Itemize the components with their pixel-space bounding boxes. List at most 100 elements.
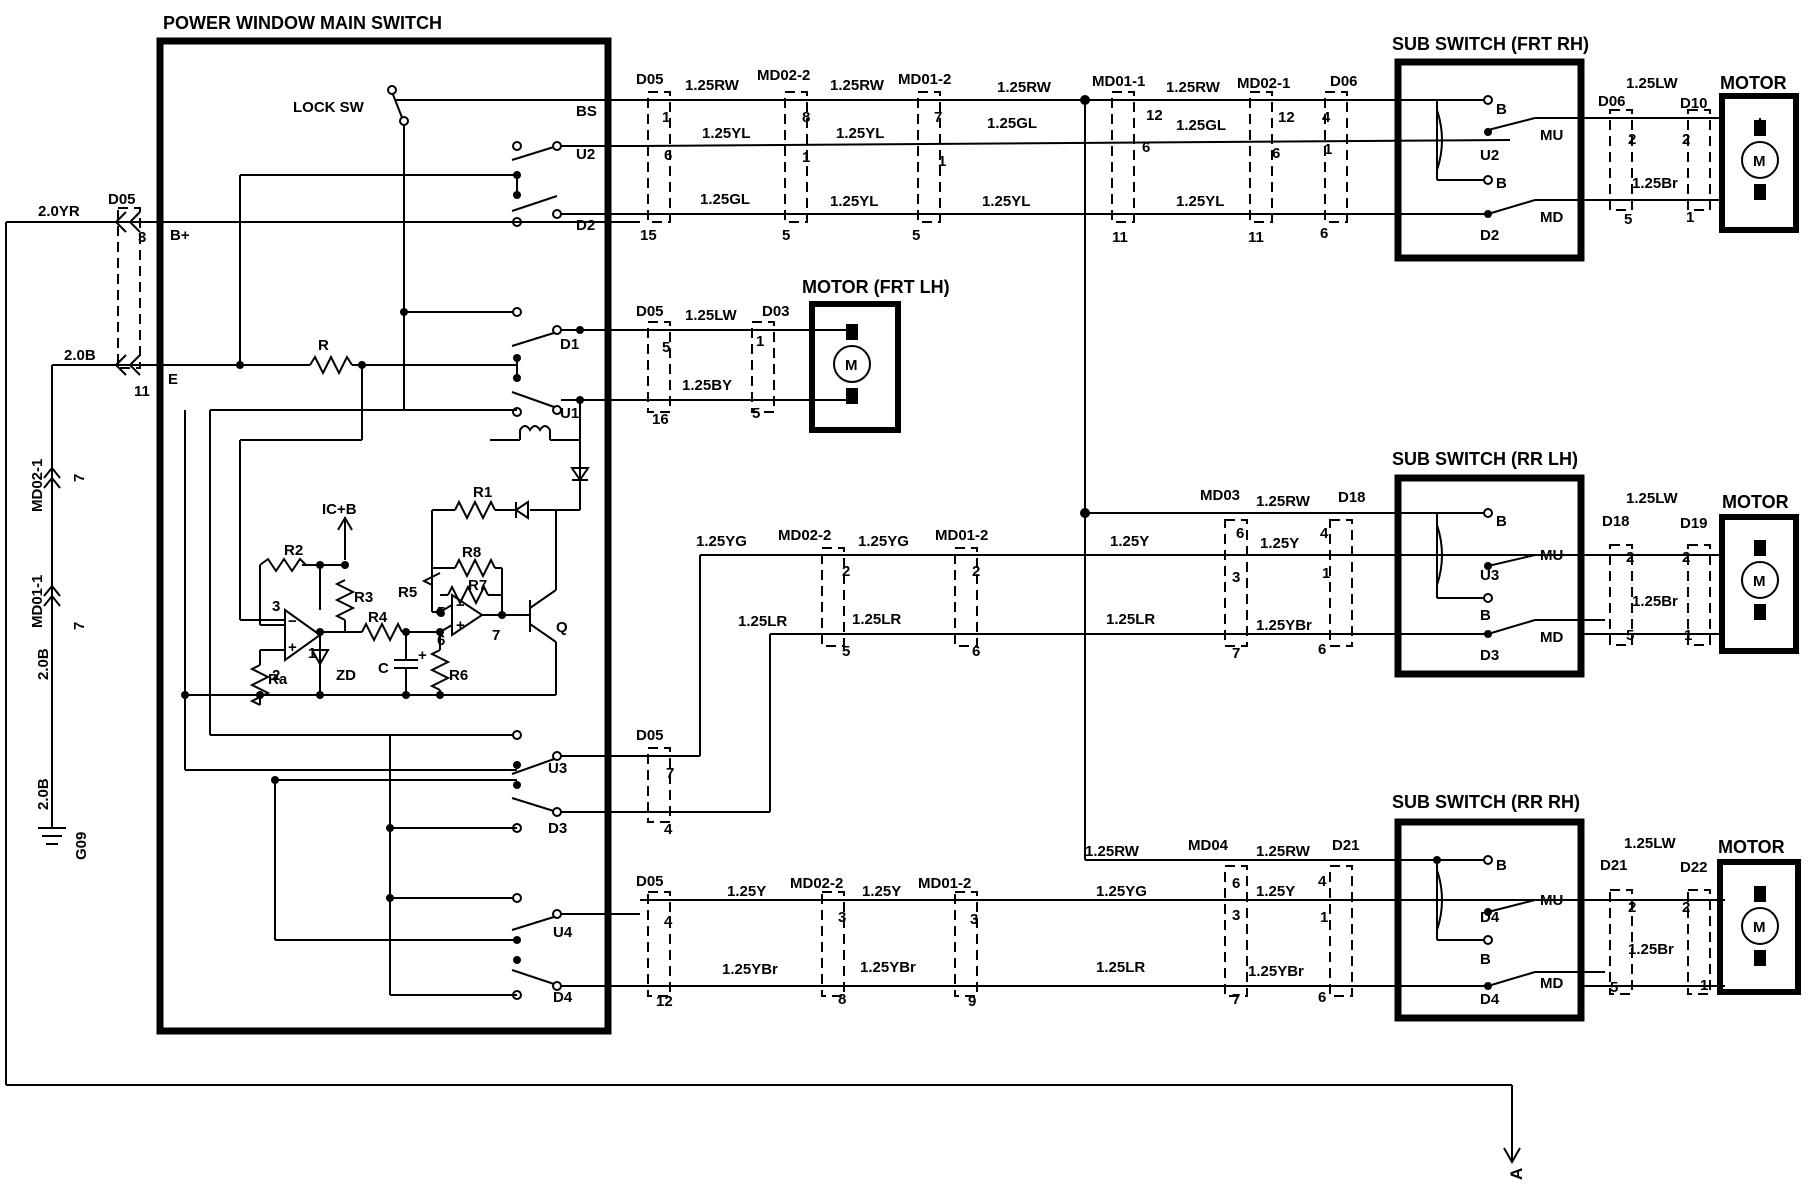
terminal-u1: U1 (560, 405, 579, 422)
terminal-bplus: B+ (170, 227, 190, 244)
motor-frt-rh-m: M (1753, 153, 1766, 170)
row1-p1: 1 (662, 109, 670, 126)
transistor-q-label: Q (556, 619, 568, 636)
sub-rr-rh-p2a: 2 (1628, 899, 1636, 916)
capacitor-plus: + (418, 647, 427, 664)
wire-2-0b-a: 2.0B (64, 347, 96, 364)
conn-md01-2-row1 (917, 91, 941, 223)
wire-2-0yr: 2.0YR (38, 203, 80, 220)
terminal-u2: U2 (576, 146, 595, 163)
frt-lh-p5: 5 (662, 339, 670, 356)
sub-rr-rh-d4b: D4 (1480, 991, 1500, 1008)
row1-md01-1: MD01-1 (1092, 73, 1145, 90)
rr-lh-w2: 1.25Y (1110, 533, 1149, 550)
motor-rr-rh-m: M (1753, 919, 1766, 936)
sub-frt-rh-u2: U2 (1480, 147, 1499, 164)
frt-lh-p16: 16 (652, 411, 669, 428)
rr-rh-p3c: 3 (1232, 907, 1240, 924)
motor-frt-lh-title: MOTOR (FRT LH) (802, 277, 950, 297)
resistor-r5-label: R5 (398, 584, 417, 601)
rr-lh-lrw: 1.25LR (738, 613, 787, 630)
sub-frt-rh-p1: 1 (1686, 209, 1694, 226)
zener-zd-label: ZD (336, 667, 356, 684)
motor-frt-rh-title: MOTOR (1720, 73, 1787, 93)
rr-lh-p4: 4 (1320, 525, 1329, 542)
sub-rr-rh-p2b: 2 (1682, 899, 1690, 916)
row1-w12: 1.25YL (1176, 193, 1224, 210)
motor-rr-lh-m: M (1753, 573, 1766, 590)
sub-rr-lh-d19: D19 (1680, 515, 1708, 532)
wire-2-0b-b: 2.0B (35, 648, 52, 680)
rr-rh-p12: 12 (656, 993, 673, 1010)
rr-lh-ygw2: 1.25YG (858, 533, 909, 550)
sub-frt-rh-p5: 5 (1624, 211, 1632, 228)
resistor-r1-label: R1 (473, 484, 492, 501)
rr-rh-w5: 1.25Y (1256, 883, 1295, 900)
sub-rr-lh-mu: MU (1540, 547, 1563, 564)
sub-switch-rr-rh-title: SUB SWITCH (RR RH) (1392, 792, 1580, 812)
sub-rr-lh-p2a: 2 (1626, 549, 1634, 566)
row1-p12a: 12 (1146, 107, 1163, 124)
row1-p11a: 11 (1112, 229, 1128, 246)
sub-rr-rh-lw: 1.25LW (1624, 835, 1677, 852)
rr-lh-d18: D18 (1338, 489, 1366, 506)
rr-lh-d05: D05 (636, 727, 664, 744)
row1-w10: 1.25YL (830, 193, 878, 210)
row1-d05: D05 (636, 71, 664, 88)
sub-rr-lh-d3: D3 (1480, 647, 1499, 664)
left-md01-1: MD01-1 (29, 575, 46, 628)
resistor-r7-label: R7 (468, 577, 487, 594)
opamp2-plus: + (456, 617, 465, 634)
sub-frt-rh-br: 1.25Br (1632, 175, 1678, 192)
rr-lh-p2b: 2 (972, 563, 980, 580)
frt-lh-w2: 1.25BY (682, 377, 732, 394)
sub-frt-rh-b2: B (1496, 175, 1507, 192)
row1-p1c: 1 (938, 153, 946, 170)
row1-p15: 15 (640, 227, 657, 244)
rr-rh-w8: 1.25LR (1096, 959, 1145, 976)
sub-rr-lh-br: 1.25Br (1632, 593, 1678, 610)
left-md02-1: MD02-1 (29, 459, 46, 512)
frt-lh-d05: D05 (636, 303, 664, 320)
capacitor-c-label: C (378, 660, 389, 677)
motor-frt-lh-m: M (845, 357, 858, 374)
rr-rh-p1: 1 (1320, 909, 1328, 926)
rr-lh-p7: 7 (1232, 645, 1240, 662)
sub-rr-rh-b1: B (1496, 857, 1507, 874)
sub-rr-rh-mu: MU (1540, 892, 1563, 909)
sub-rr-rh-b2: B (1480, 951, 1491, 968)
row1-md02-2: MD02-2 (757, 67, 810, 84)
left-pin11: 11 (134, 383, 150, 400)
sub-rr-rh-p1: 1 (1700, 977, 1708, 994)
row1-p6d: 6 (1320, 225, 1328, 242)
row1-w8: 1.25GL (1176, 117, 1226, 134)
sub-rr-lh-md: MD (1540, 629, 1563, 646)
sub-switch-rr-lh-title: SUB SWITCH (RR LH) (1392, 449, 1578, 469)
row1-w4: 1.25RW (1166, 79, 1221, 96)
motor-rr-rh-title: MOTOR (1718, 837, 1785, 857)
sub-rr-lh-u3: U3 (1480, 567, 1499, 584)
sub-rr-rh-d21: D21 (1600, 857, 1628, 874)
rr-lh-w3: 1.25Y (1260, 535, 1299, 552)
rr-rh-md02-2: MD02-2 (790, 875, 843, 892)
rr-rh-wiring: 1.25RW MD04 1.25RW D21 D05 1.25Y MD02-2 … (636, 837, 1605, 1010)
resistor-r2-label: R2 (284, 542, 303, 559)
row1-p6a: 6 (664, 147, 672, 164)
left-pin3: 3 (138, 229, 146, 246)
rr-rh-w9: 1.25YBr (1248, 963, 1304, 980)
rr-rh-p9: 9 (968, 993, 976, 1010)
row1-p12b: 12 (1278, 109, 1295, 126)
rr-lh-p3: 3 (1232, 569, 1240, 586)
sub-rr-lh-d18: D18 (1602, 513, 1630, 530)
sub-rr-rh-md: MD (1540, 975, 1563, 992)
resistor-r4-label: R4 (368, 609, 388, 626)
rr-rh-d05: D05 (636, 873, 664, 890)
conn-d05-row1 (647, 91, 671, 223)
rr-lh-p6: 6 (1236, 525, 1244, 542)
rr-rh-p6: 6 (1232, 875, 1240, 892)
row1-p6b: 6 (1142, 139, 1150, 156)
row1-p4: 4 (1322, 109, 1331, 126)
sub-frt-rh-md: MD (1540, 209, 1563, 226)
row1-w5: 1.25YL (702, 125, 750, 142)
opamp2-minus: − (456, 597, 465, 614)
